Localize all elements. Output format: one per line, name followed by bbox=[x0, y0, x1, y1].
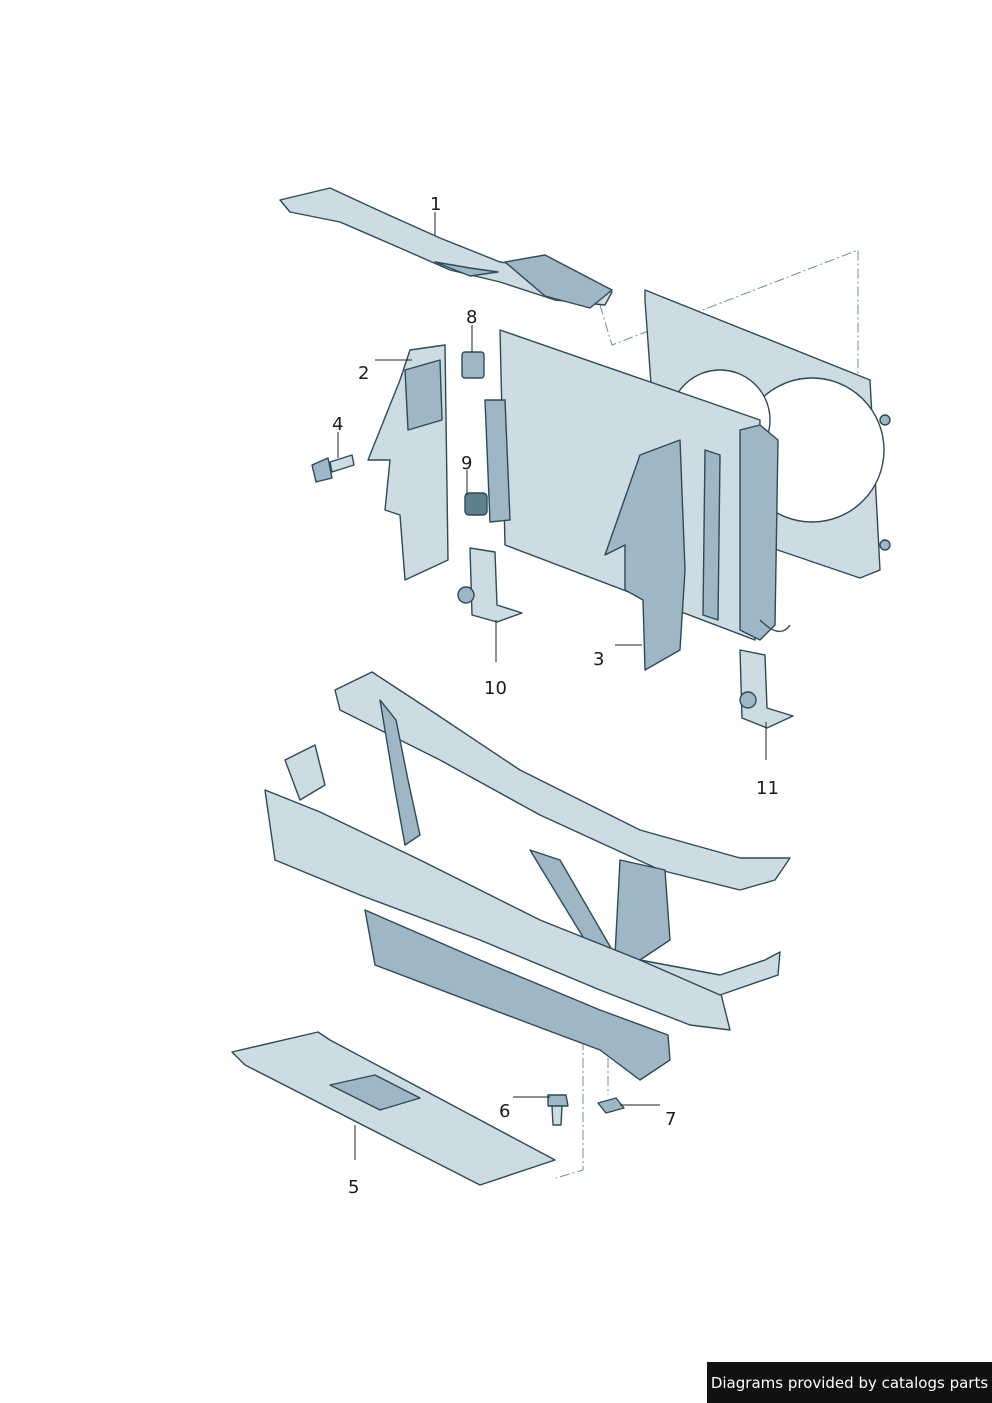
part-7-clip-nut bbox=[597, 1097, 625, 1114]
callout-3: 3 bbox=[593, 649, 604, 670]
callout-6: 6 bbox=[499, 1101, 510, 1122]
callout-2: 2 bbox=[358, 363, 369, 384]
callout-7: 7 bbox=[665, 1109, 676, 1130]
part-10-bracket bbox=[457, 547, 523, 623]
callout-11: 11 bbox=[756, 778, 779, 799]
credit-banner: Diagrams provided by catalogs parts bbox=[707, 1362, 992, 1403]
part-5-lower-air-guide bbox=[231, 1031, 556, 1186]
part-11-bracket bbox=[739, 649, 794, 729]
callout-4: 4 bbox=[332, 414, 343, 435]
callouts: 1 2 3 4 5 6 7 8 9 10 11 bbox=[332, 194, 779, 1198]
part-4-bolt bbox=[311, 454, 355, 483]
part-6-screw bbox=[547, 1094, 569, 1126]
part-2-left-air-guide bbox=[367, 344, 449, 581]
part-3-right-air-guide bbox=[604, 439, 686, 671]
lock-carrier bbox=[264, 671, 791, 1081]
callout-10: 10 bbox=[484, 678, 507, 699]
leader-lines bbox=[337, 212, 767, 1160]
part-8-mount bbox=[461, 351, 485, 379]
callout-1: 1 bbox=[430, 194, 441, 215]
part-9-mount bbox=[464, 492, 488, 516]
callout-8: 8 bbox=[466, 307, 477, 328]
part-1-upper-air-guide bbox=[279, 187, 613, 309]
callout-5: 5 bbox=[348, 1177, 359, 1198]
callout-9: 9 bbox=[461, 453, 472, 474]
